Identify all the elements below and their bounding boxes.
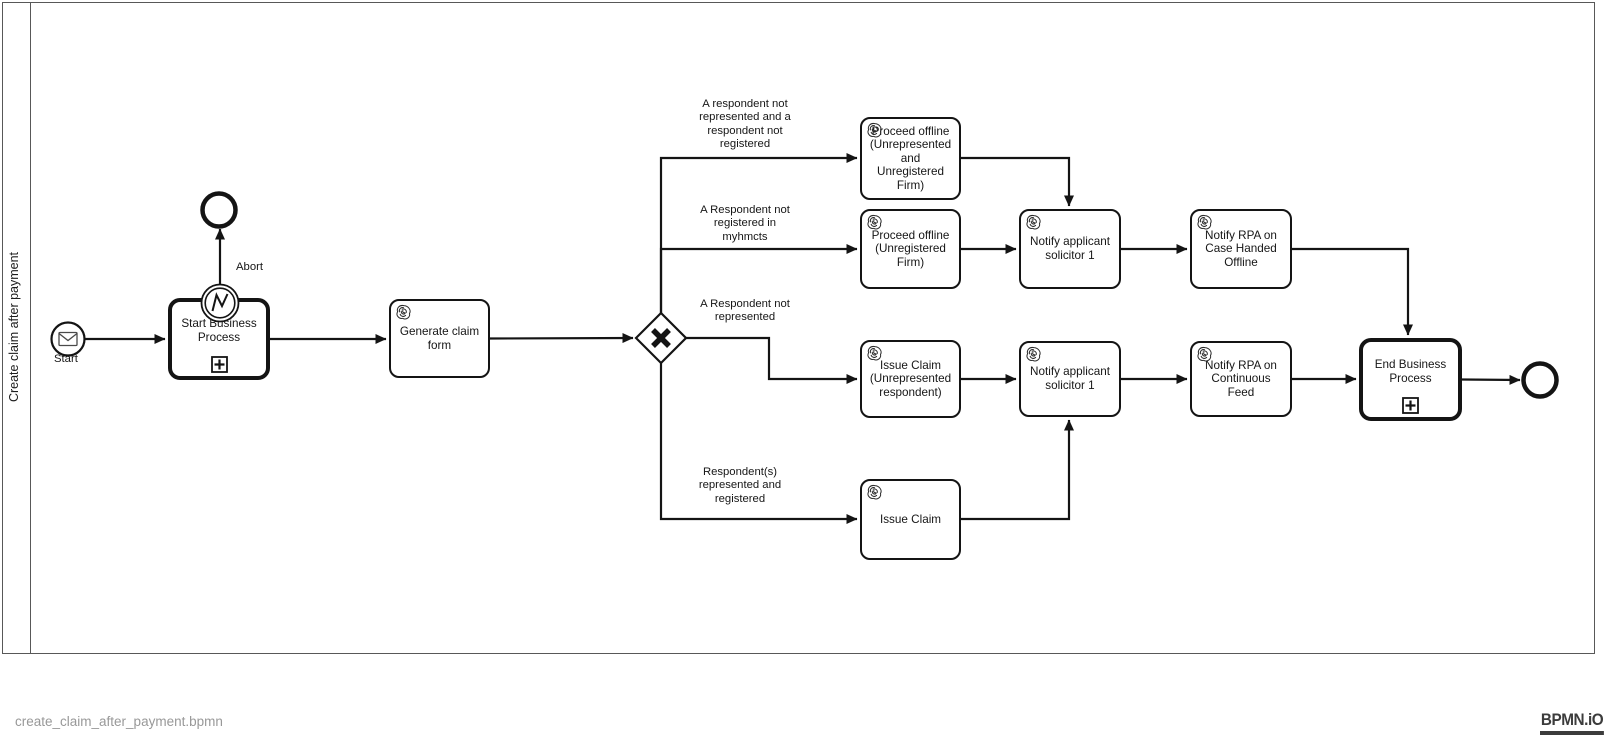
subprocess-plus-icon[interactable] [211,356,228,373]
pool-label-lane[interactable]: Create claim after payment [3,3,31,653]
abort-end-event-label: Abort [236,261,264,273]
pool-label: Create claim after payment [7,251,21,403]
service-task-icon [864,120,886,142]
task-generate-claim-form[interactable]: Generate claim form [389,299,490,378]
flow-label-represented-registered: Respondent(s) represented and registered [698,466,782,505]
service-task-icon [864,482,886,504]
service-task-icon [1023,212,1045,234]
subprocess-plus-icon[interactable] [1402,397,1419,414]
flow-label-not-represented: A Respondent not represented [700,298,790,324]
task-notify-rpa-continuous-feed[interactable]: Notify RPA on Continuous Feed [1190,341,1292,417]
service-task-icon [864,343,886,365]
call-activity-end-business-process[interactable]: End Business Process [1359,338,1462,421]
service-task-icon [1194,212,1216,234]
pool-create-claim-after-payment[interactable]: Create claim after payment [2,2,1595,654]
service-task-icon [864,212,886,234]
start-event-label: Start [54,353,78,365]
service-task-icon [1194,344,1216,366]
flow-label-not-represented-not-registered: A respondent not represented and a respo… [699,98,791,151]
service-task-icon [393,302,415,324]
service-task-icon [1023,344,1045,366]
flow-label-not-registered-myhmcts: A Respondent not registered in myhmcts [700,204,790,243]
bpmn-io-logo[interactable]: BPMN.iO [1540,710,1605,735]
diagram-filename: create_claim_after_payment.bpmn [15,714,223,729]
